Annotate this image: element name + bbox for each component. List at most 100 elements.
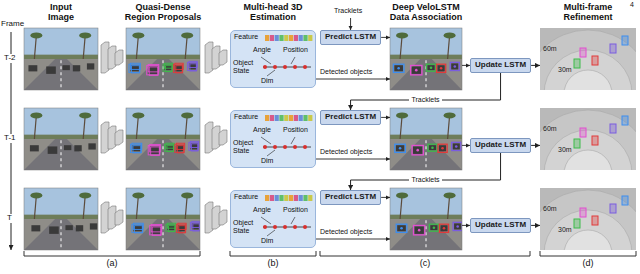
feature-cell xyxy=(279,195,283,201)
car xyxy=(76,225,83,231)
panel-letter: (c) xyxy=(415,259,435,269)
palm-leaves xyxy=(444,112,456,118)
road-photo xyxy=(24,28,98,90)
track-dot xyxy=(399,147,402,150)
photo-frame xyxy=(24,28,98,90)
cnn-icon xyxy=(205,122,227,153)
track-dot xyxy=(397,67,400,70)
column-heading: Multi-head 3D Estimation xyxy=(238,3,308,23)
photo-frame xyxy=(390,28,462,90)
state-pointer xyxy=(267,70,275,76)
state-box: FeatureAnglePositionObject StateDim xyxy=(230,110,316,168)
region-proposal xyxy=(152,227,161,235)
state-dot xyxy=(283,225,287,229)
track-dot xyxy=(455,145,458,148)
region-proposal xyxy=(167,223,175,228)
feature-cell xyxy=(275,115,279,121)
feature-cell xyxy=(265,35,269,41)
feature-cell xyxy=(294,195,298,201)
road xyxy=(24,219,98,250)
feature-cell xyxy=(275,195,279,201)
module-name: Predict LSTM xyxy=(325,113,376,122)
frame-label: Frame xyxy=(1,20,24,29)
road-photo xyxy=(390,188,462,250)
region-proposal xyxy=(187,62,196,70)
detection-arrow xyxy=(316,79,390,80)
region-proposal xyxy=(133,223,143,229)
column-heading: Input Image xyxy=(38,3,84,23)
car xyxy=(394,65,403,71)
tracked-box xyxy=(450,62,459,70)
state-field: Dim xyxy=(261,157,273,165)
lstm-box: Predict LSTM xyxy=(320,30,381,45)
car xyxy=(49,226,59,233)
region-proposal xyxy=(168,226,174,232)
palm-trunk xyxy=(83,35,85,59)
car xyxy=(414,226,423,233)
range-label: 30m xyxy=(558,66,572,74)
region-proposal xyxy=(176,224,185,232)
lstm-box: Update LSTM xyxy=(470,138,531,153)
palm-trunk xyxy=(136,115,138,139)
state-dot xyxy=(283,65,287,69)
car xyxy=(427,65,434,70)
region-proposal xyxy=(129,64,140,72)
state-pointer xyxy=(291,217,295,224)
bev-graphic xyxy=(540,28,636,90)
ground xyxy=(24,59,98,90)
lstm-box: Predict LSTM xyxy=(320,190,381,205)
panel-letter: (a) xyxy=(102,259,122,269)
association-arrow xyxy=(462,225,470,226)
bev-graphic xyxy=(540,108,636,170)
region-proposal xyxy=(164,144,173,151)
tracked-box xyxy=(437,64,446,72)
palm-trunk xyxy=(400,115,402,139)
birds-eye-view: 60m30m xyxy=(540,108,636,170)
sky xyxy=(390,28,462,59)
palm-leaves xyxy=(79,192,91,198)
cnn-layer xyxy=(115,210,123,225)
connector xyxy=(351,73,501,110)
feature-cell xyxy=(294,115,298,121)
car xyxy=(451,63,458,69)
connector-label: Tracklets xyxy=(409,96,441,104)
tracklet-arrow xyxy=(350,18,351,30)
car xyxy=(412,66,421,73)
photo-frame xyxy=(126,108,200,170)
panel-letter: (b) xyxy=(263,259,283,269)
palm-leaves xyxy=(132,192,144,198)
road xyxy=(390,219,462,250)
palm-leaves xyxy=(132,112,144,118)
tracked-box xyxy=(411,65,422,74)
bev-object xyxy=(580,128,586,137)
tracked-box xyxy=(393,64,404,72)
ground xyxy=(390,139,462,170)
sky xyxy=(390,188,462,219)
cnn-layer xyxy=(219,130,227,145)
module-name: Update LSTM xyxy=(475,221,526,230)
bev-object xyxy=(610,124,616,133)
module-name: Predict LSTM xyxy=(325,33,376,42)
state-field: Feature xyxy=(234,33,258,41)
state-dot xyxy=(293,225,297,229)
track-dot xyxy=(441,147,444,150)
region-proposal xyxy=(150,144,161,151)
palm-leaves xyxy=(30,32,42,38)
tracked-box xyxy=(438,144,447,152)
region-proposal xyxy=(190,222,199,230)
frame-label: T xyxy=(6,214,13,223)
state-field: Position xyxy=(283,206,308,214)
lane-line xyxy=(163,140,164,170)
region-proposal xyxy=(149,67,158,75)
palm-leaves xyxy=(79,32,91,38)
state-field: Angle xyxy=(253,126,271,134)
palm-trunk xyxy=(83,115,85,139)
tracked-box xyxy=(395,144,406,152)
bev-object xyxy=(574,59,580,68)
region-proposal xyxy=(175,144,184,152)
bev-object xyxy=(622,116,628,125)
module-name: Update LSTM xyxy=(475,141,526,150)
palm-trunk xyxy=(34,35,36,59)
birds-eye-view: 60m30m xyxy=(540,188,636,250)
predict-arrow xyxy=(381,37,390,38)
